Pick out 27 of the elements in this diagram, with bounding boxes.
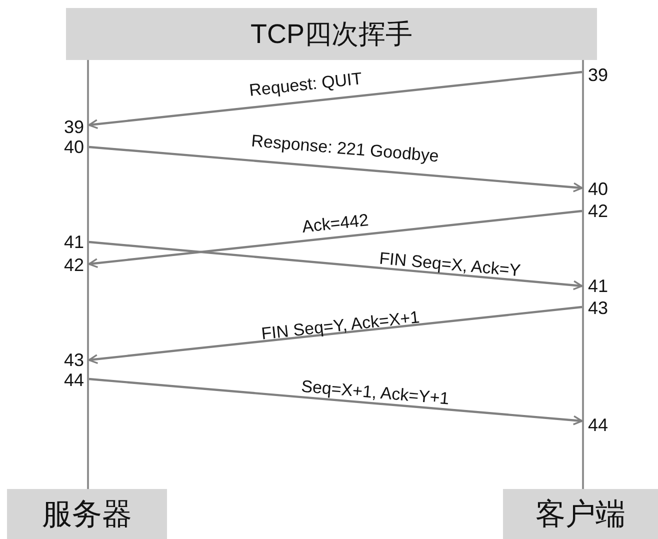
- frame-number: 42: [64, 256, 84, 274]
- title-banner: TCP四次挥手: [66, 8, 597, 60]
- frame-number: 40: [588, 180, 608, 198]
- frame-number: 42: [588, 202, 608, 220]
- message-label: Request: QUIT: [248, 70, 362, 100]
- frame-number: 43: [64, 351, 84, 369]
- message-label: FIN Seq=Y, Ack=X+1: [260, 308, 420, 344]
- message-arrow: [88, 378, 583, 426]
- message-arrow: [88, 210, 582, 268]
- frame-number: 41: [64, 233, 84, 251]
- frame-number: 39: [64, 118, 84, 136]
- frame-number: 41: [588, 277, 608, 295]
- frame-number: 44: [588, 416, 608, 434]
- participant-box: 客户端: [503, 489, 658, 539]
- message-arrow: [88, 70, 582, 130]
- message-arrow: [88, 240, 583, 290]
- participant-box: 服务器: [7, 489, 167, 539]
- message-arrow: [88, 146, 583, 192]
- message-label: FIN Seq=X, Ack=Y: [378, 250, 522, 280]
- message-label: Response: 221 Goodbye: [250, 132, 440, 166]
- message-label: Ack=442: [300, 212, 369, 236]
- frame-number: 39: [588, 66, 608, 84]
- frame-number: 44: [64, 371, 84, 389]
- message-label: Seq=X+1, Ack=Y+1: [300, 378, 450, 408]
- frame-number: 40: [64, 138, 84, 156]
- frame-number: 43: [588, 299, 608, 317]
- message-arrow: [88, 306, 582, 364]
